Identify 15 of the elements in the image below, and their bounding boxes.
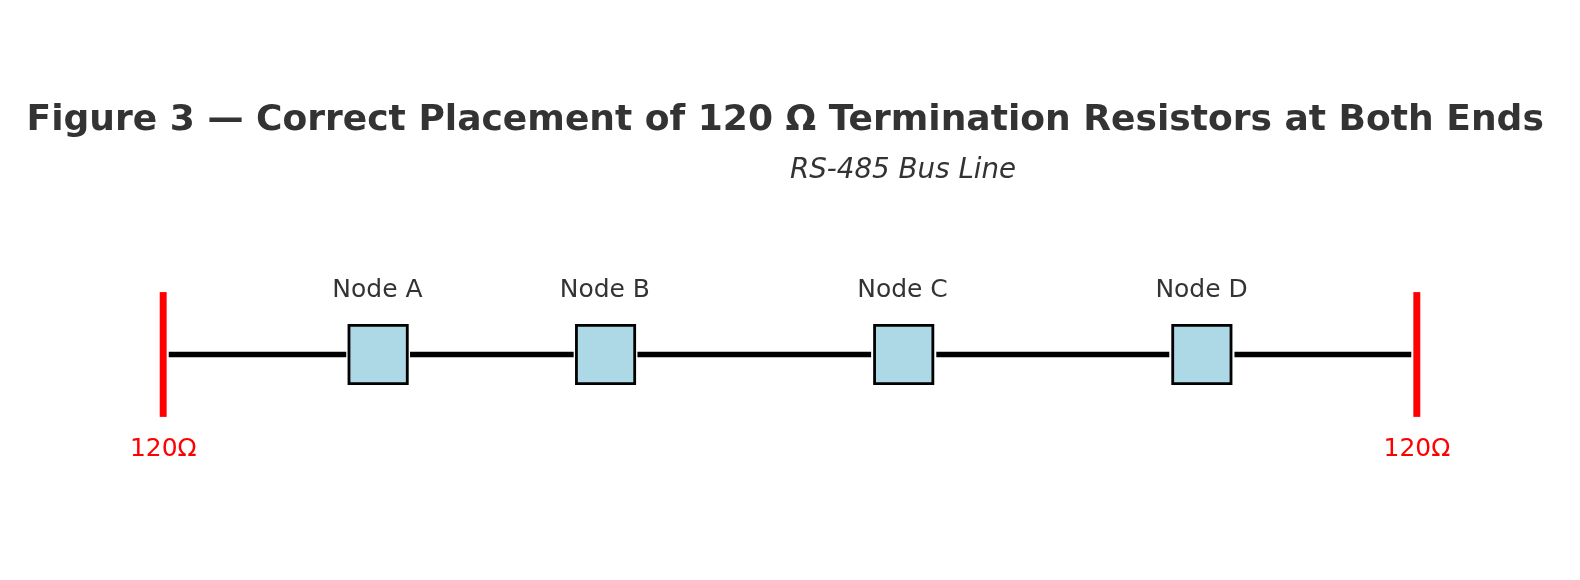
diagram-title: Figure 3 — Correct Placement of 120 Ω Termination Resistors at Both Ends	[26, 96, 1544, 139]
node-label: 120Ω	[1383, 433, 1451, 463]
connector	[410, 351, 574, 358]
node-label: Node C	[857, 273, 948, 303]
node-label: Node B	[559, 273, 650, 303]
node-label: Node D	[1155, 273, 1248, 303]
connector	[1234, 351, 1412, 358]
node-bar	[159, 292, 167, 417]
connector	[637, 351, 872, 358]
connector	[168, 351, 347, 358]
label: RS-485 Bus Line	[790, 152, 1017, 186]
node-label: Node A	[332, 273, 423, 303]
connector	[936, 351, 1170, 358]
node-bar	[1413, 292, 1421, 417]
node-label: 120Ω	[129, 433, 197, 463]
